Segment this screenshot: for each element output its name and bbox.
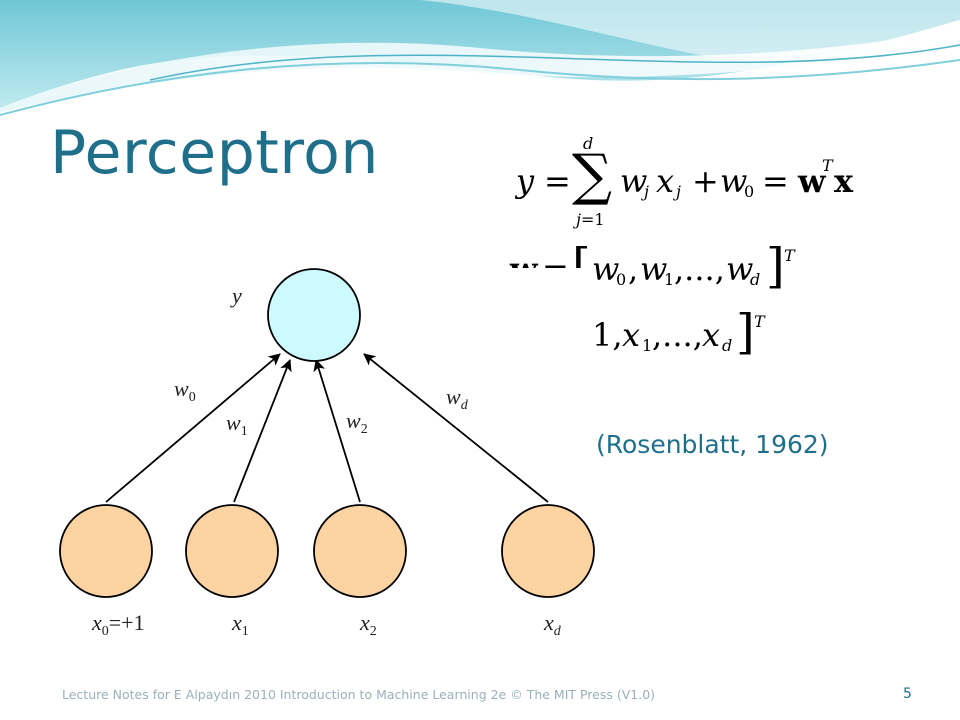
input-node-xd: [501, 504, 595, 598]
connection-x0: [105, 353, 281, 503]
footer-credit: Lecture Notes for E Alpaydın 2010 Introd…: [62, 687, 656, 702]
weight-label-w0: w0: [174, 376, 196, 405]
header-wave-banner: [0, 0, 960, 116]
page-number: 5: [903, 686, 912, 702]
input-label-x0: x0=+1: [91, 610, 145, 639]
input-node-x0: [59, 504, 153, 598]
citation: (Rosenblatt, 1962): [596, 430, 829, 459]
input-node-x1: [185, 504, 279, 598]
input-node-x2: [313, 504, 407, 598]
connection-xd: [363, 353, 549, 503]
slide-title: Perceptron: [50, 118, 379, 188]
perceptron-svg: y w0 w1 w2 wd x0=+1 x1 x2 xd: [59, 268, 595, 639]
weight-label-w2: w2: [346, 408, 368, 437]
output-label: y: [230, 283, 242, 308]
equation-sum: y = d ∑ j=1 w j x j + w 0 = w T x: [516, 134, 854, 229]
output-node: [267, 268, 361, 362]
input-label-x2: x2: [359, 610, 377, 639]
equation-weight-vector: w = [ w 0 , w 1 ,..., w d ] T: [510, 238, 795, 294]
input-label-x1: x1: [231, 610, 249, 639]
weight-label-w1: w1: [226, 410, 248, 439]
input-label-xd: xd: [543, 610, 562, 639]
perceptron-diagram: y w0 w1 w2 wd x0=+1 x1 x2 xd: [56, 268, 596, 646]
weight-label-wd: wd: [446, 384, 469, 413]
connection-x1: [233, 359, 292, 503]
connection-x2: [313, 359, 361, 503]
